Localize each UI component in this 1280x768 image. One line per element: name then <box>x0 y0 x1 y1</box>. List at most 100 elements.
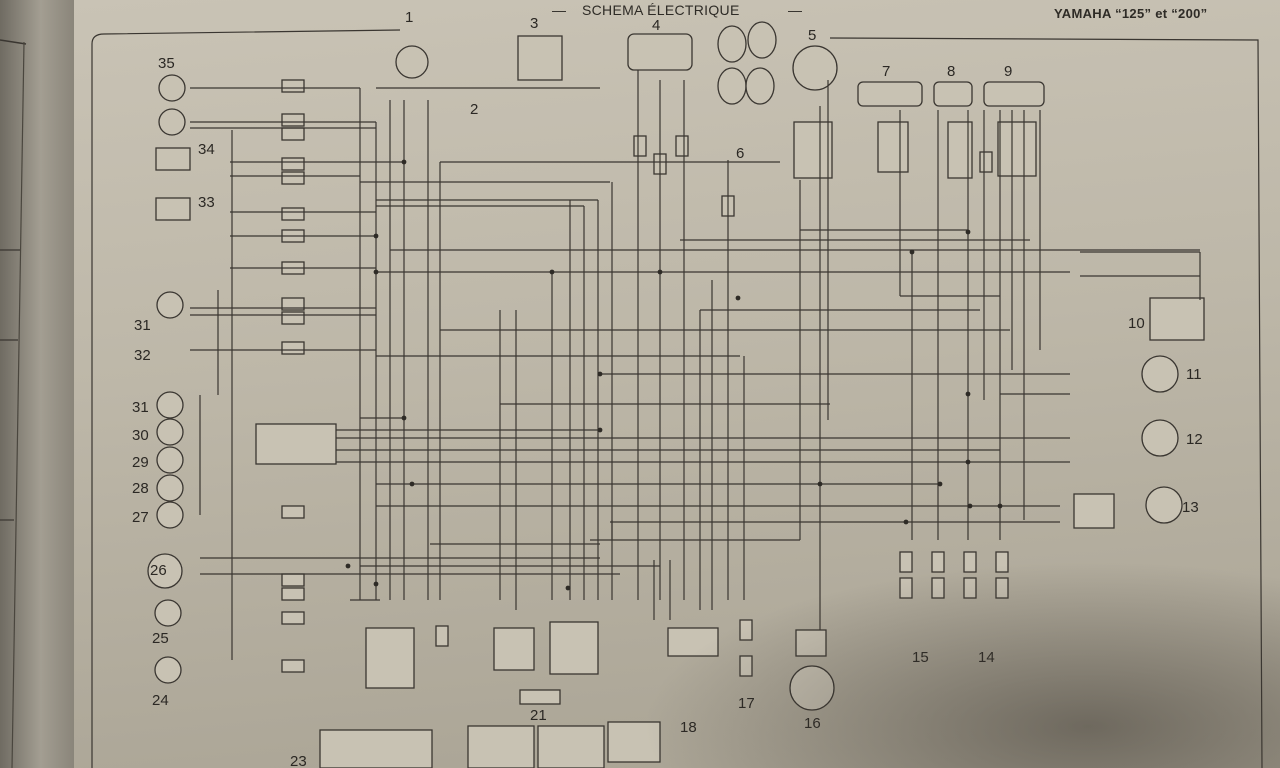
component-label-12: 12 <box>1186 431 1203 448</box>
connector-block <box>467 725 535 768</box>
junction-dot <box>965 229 971 235</box>
component-label-23: 23 <box>290 753 307 768</box>
connector-block <box>997 121 1037 177</box>
connector-block <box>319 729 433 768</box>
junction-dot <box>401 415 407 421</box>
right-lamp <box>1141 355 1179 393</box>
model-heading: YAMAHA “125” et “200” <box>1054 6 1208 21</box>
connector-block <box>795 629 827 657</box>
inline-connector <box>281 79 305 93</box>
diagram-frame-right <box>829 37 1263 768</box>
junction-dot <box>549 269 555 275</box>
component-label-3: 3 <box>530 15 538 32</box>
connector-block <box>549 621 599 675</box>
junction-dot <box>909 249 915 255</box>
left-lamp <box>156 291 184 319</box>
fuse-cell <box>739 619 753 641</box>
inline-connector <box>281 157 305 171</box>
fuse-cell <box>435 625 449 647</box>
left-lamp <box>158 74 186 102</box>
component-label-32: 32 <box>134 347 151 364</box>
connector-block <box>607 721 661 763</box>
component-label-9: 9 <box>1004 63 1012 80</box>
generator-5 <box>792 45 838 91</box>
component-label-35: 35 <box>158 55 175 72</box>
junction-dot <box>735 295 741 301</box>
component-label-28: 28 <box>132 480 149 497</box>
battery-10 <box>1149 297 1205 341</box>
component-label-14: 14 <box>978 649 995 666</box>
left-lamp <box>154 656 182 684</box>
inline-connector <box>281 207 305 221</box>
inline-connector <box>281 341 305 355</box>
component-label-25: 25 <box>152 630 169 647</box>
switch-box-8 <box>933 81 973 107</box>
inline-connector <box>281 659 305 673</box>
fuse-cell <box>931 577 945 599</box>
switch-33 <box>155 197 191 221</box>
coil-oval <box>717 25 747 63</box>
fuse-cell <box>963 577 977 599</box>
connector-block <box>877 121 909 173</box>
coil-oval <box>717 67 747 105</box>
component-label-24: 24 <box>152 692 169 709</box>
junction-dot <box>373 269 379 275</box>
component-label-30: 30 <box>132 427 149 444</box>
connector-block <box>493 627 535 671</box>
component-label-16: 16 <box>804 715 821 732</box>
junction-dot <box>997 503 1003 509</box>
junction-dot <box>657 269 663 275</box>
connector-block <box>1073 493 1115 529</box>
component-label-10: 10 <box>1128 315 1145 332</box>
component-label-1: 1 <box>405 9 413 26</box>
inline-connector <box>281 573 305 587</box>
inline-connector <box>281 505 305 519</box>
inline-connector <box>281 127 305 141</box>
junction-dot <box>373 233 379 239</box>
switch-box-9 <box>983 81 1045 107</box>
fuse-cell <box>995 577 1009 599</box>
switch-34 <box>155 147 191 171</box>
left-page-rules <box>0 39 27 768</box>
junction-dot <box>937 481 943 487</box>
component-label-2: 2 <box>470 101 478 118</box>
component-label-6: 6 <box>736 145 744 162</box>
left-page-edge <box>0 0 74 768</box>
component-label-31: 31 <box>134 317 151 334</box>
left-lamp <box>156 391 184 419</box>
connector-block <box>519 689 561 705</box>
left-lamp <box>154 599 182 627</box>
inline-connector <box>281 611 305 625</box>
component-label-27: 27 <box>132 509 149 526</box>
component-label-13: 13 <box>1182 499 1199 516</box>
switch-box-7 <box>857 81 923 107</box>
connector-block <box>793 121 833 179</box>
component-label-29: 29 <box>132 454 149 471</box>
component-label-21: 21 <box>530 707 547 724</box>
title-dash-right: — <box>788 2 803 18</box>
fuse-cell <box>979 151 993 173</box>
component-label-15: 15 <box>912 649 929 666</box>
left-lamp <box>156 446 184 474</box>
component-label-26: 26 <box>150 562 167 579</box>
component-group <box>147 21 1205 768</box>
fuse-cell <box>675 135 689 157</box>
component-label-17: 17 <box>738 695 755 712</box>
junction-dot <box>373 581 379 587</box>
inline-connector <box>281 311 305 325</box>
component-label-34: 34 <box>198 141 215 158</box>
inline-connector <box>281 297 305 311</box>
left-lamp <box>156 501 184 529</box>
right-lamp <box>1141 419 1179 457</box>
fuse-cell <box>995 551 1009 573</box>
fuse-cell <box>963 551 977 573</box>
left-lamp <box>156 474 184 502</box>
connector-block <box>537 725 605 768</box>
title-dash-left: — <box>552 2 567 18</box>
inline-connector <box>281 113 305 127</box>
component-label-4: 4 <box>652 17 660 34</box>
fuse-cell <box>931 551 945 573</box>
coil-oval <box>747 21 777 59</box>
connector-block <box>365 627 415 689</box>
